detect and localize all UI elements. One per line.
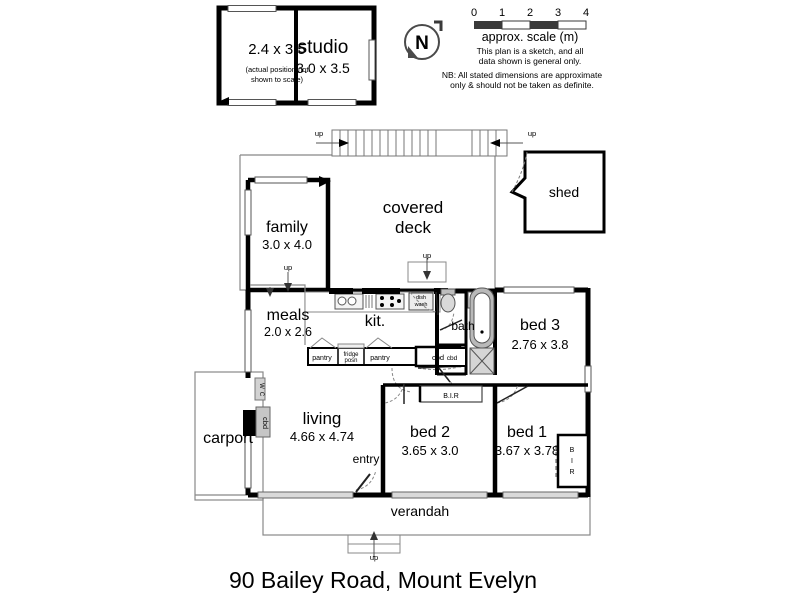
stair-up-meals: up	[284, 263, 292, 272]
room-dims-family: 3.0 x 4.0	[262, 237, 312, 252]
fixture-pantry-left: pantry	[312, 355, 332, 362]
verandah-step	[347, 531, 401, 557]
outer-wall-top-right	[495, 286, 588, 294]
room-label-family: family	[266, 219, 308, 236]
studio-left-note-1: (actual position not	[246, 65, 310, 74]
room-label-carport: carport	[203, 430, 253, 447]
outer-wall-left	[243, 290, 271, 495]
kitchen-bench	[304, 288, 495, 313]
room-label-bath: bath	[451, 319, 474, 333]
room-label-shed: shed	[549, 184, 579, 200]
page-title: 90 Bailey Road, Mount Evelyn	[229, 567, 537, 593]
wall-bed3-bed1	[495, 383, 588, 404]
studio-left-dims: 2.4 x 3.5	[248, 41, 306, 58]
room-label-verandah: verandah	[391, 503, 449, 519]
outer-wall-bottom	[248, 469, 588, 499]
fixture-wc-2: C	[258, 392, 264, 397]
meals-step-up	[284, 272, 292, 292]
room-dims-bed3: 2.76 x 3.8	[511, 337, 568, 352]
stair-up-right: up	[528, 129, 536, 138]
kitchen-pantry-run	[307, 337, 463, 371]
room-dims-meals: 2.0 x 2.6	[264, 325, 312, 339]
room-label-bed1: bed 1	[507, 424, 547, 441]
stair-up-hall: up	[423, 251, 431, 260]
room-label-bed2: bed 2	[410, 424, 450, 441]
fixture-bir-bed1-3: R	[569, 469, 574, 476]
fixture-bir-bed1-1: B	[570, 447, 575, 454]
north-arrow	[404, 20, 443, 60]
room-bed2	[380, 383, 498, 497]
stair-up-verandah: up	[370, 553, 378, 562]
room-label-bed3: bed 3	[520, 317, 560, 334]
room-dims-living: 4.66 x 4.74	[290, 429, 354, 444]
plan-text-layer: 2.4 x 3.5 (actual position not shown to …	[203, 7, 602, 562]
fixture-fridge-2: posn	[344, 358, 357, 364]
scale-bar	[474, 20, 587, 30]
compass-letter: N	[415, 33, 429, 54]
fixture-pantry-right: pantry	[370, 355, 390, 362]
bir-bed1	[555, 433, 590, 489]
studio-block	[216, 5, 377, 106]
room-label-meals: meals	[267, 307, 310, 324]
disclaimer-line-2: data shown is general only.	[479, 56, 581, 66]
disclaimer-line-1: This plan is a sketch, and all	[477, 46, 584, 56]
fixture-dishwasher-2: wash	[414, 302, 428, 308]
room-label-covered-deck: covered	[383, 198, 443, 217]
deck-stairs-top	[316, 129, 523, 157]
studio-label: studio	[298, 37, 349, 58]
fixture-fridge-1: fridge	[343, 352, 359, 358]
scale-caption: approx. scale (m)	[482, 30, 579, 44]
fixture-cbd-kitchen: cbd	[432, 353, 444, 362]
fixture-bir-bed1-2: I	[571, 458, 573, 465]
room-dims-bed2: 3.65 x 3.0	[401, 443, 458, 458]
fixture-dishwasher-1: dish	[416, 295, 426, 301]
hall-step-up	[407, 258, 447, 283]
fixture-cbd-living: cbd	[261, 417, 270, 429]
fixture-cbd-bath: cbd	[447, 355, 458, 362]
disclaimer-line-4: only & should not be taken as definite.	[450, 80, 594, 90]
scale-tick-1: 1	[499, 7, 505, 19]
room-label-living: living	[303, 409, 342, 428]
room-label-covered-deck-2: deck	[395, 218, 431, 237]
studio-dims: 3.0 x 3.5	[296, 60, 350, 76]
door-kitchen-living	[391, 367, 413, 393]
scale-tick-4: 4	[583, 7, 589, 19]
stair-up-left: up	[315, 129, 323, 138]
scale-tick-0: 0	[471, 7, 477, 19]
room-bath	[409, 287, 497, 385]
partition-meals	[250, 284, 306, 345]
fixture-bir-bed2: B.I.R	[443, 393, 459, 400]
scale-tick-3: 3	[555, 7, 561, 19]
room-shed	[509, 150, 606, 234]
room-label-kit: kit.	[365, 313, 385, 330]
studio-left-note-2: shown to scale)	[251, 75, 304, 84]
disclaimer-line-3: NB: All stated dimensions are approximat…	[442, 70, 602, 80]
fixture-wc-1: W	[258, 383, 264, 389]
room-dims-bed1: 3.67 x 3.78	[495, 443, 559, 458]
room-label-entry: entry	[353, 452, 380, 466]
scale-tick-2: 2	[527, 7, 533, 19]
